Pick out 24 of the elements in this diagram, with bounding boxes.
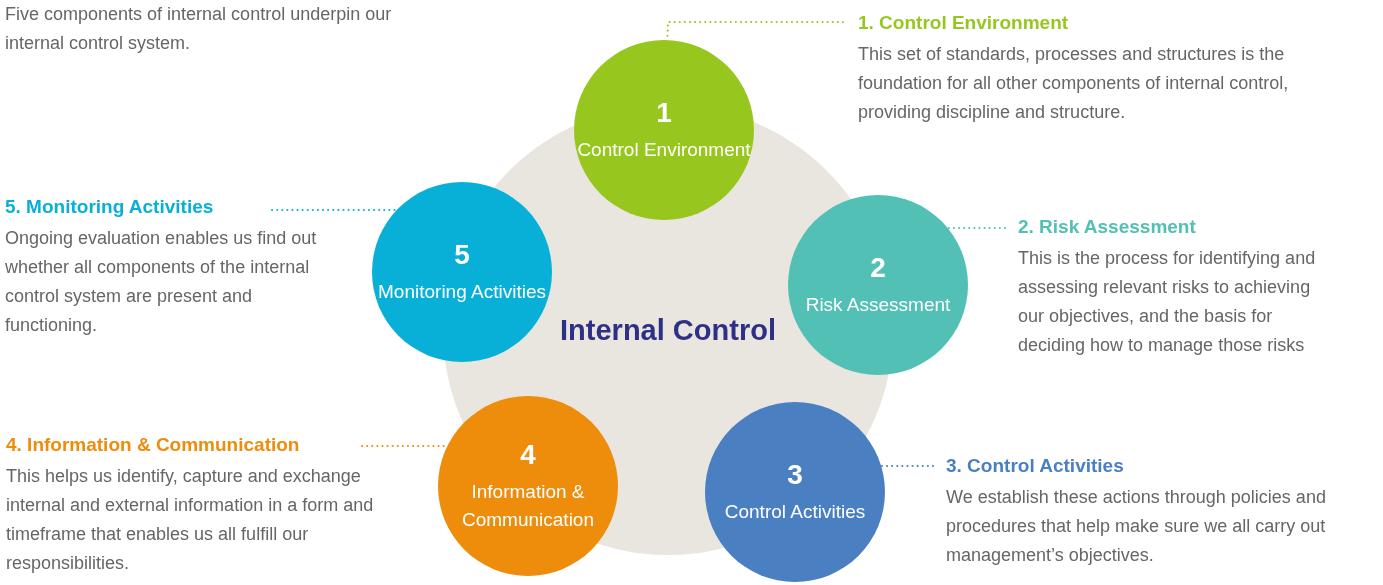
center-title: Internal Control [560,312,776,348]
component-name: Information & Communication [461,480,595,532]
component-name: Control Activities [724,500,866,524]
component-number: 3 [787,458,803,492]
callout-heading: 2. Risk Assessment [1018,215,1197,239]
intro-text: Five components of internal control underpin our internal control system. [5,3,393,55]
callout-heading: 1. Control Environment [858,11,1070,35]
callout-heading: 3. Control Activities [946,454,1125,478]
callout-text: This set of standards, processes and structures is the foundation for all other components of internal control, providing discipline and structure. [858,43,1290,124]
callout-text: This helps us identify, capture and exchange internal and external information in a form and timeframe that enables us all fulfill our responsibilities. [6,465,375,575]
callout-text: Ongoing evaluation enables us find out whether all components of the internal control system are present and functioning. [5,227,318,337]
callout-text: This is the process for identifying and assessing relevant risks to achieving our objectives, and the basis for deciding how to manage those risks [1018,247,1317,357]
component-number: 5 [454,238,470,272]
callout-heading: 4. Information & Communication [6,433,301,457]
callout-heading: 5. Monitoring Activities [5,195,215,219]
component-name: Risk Assessment [805,293,951,317]
component-name: Control Environment [577,138,751,162]
component-number: 4 [520,438,536,472]
leader-line [946,227,1006,229]
leader-line [271,209,398,211]
component-number: 1 [656,96,672,130]
callout-text: We establish these actions through policies and procedures that help make sure we all carry out management’s objectives. [946,486,1327,567]
component-name: Monitoring Activities [378,280,546,304]
component-number: 2 [870,251,886,285]
